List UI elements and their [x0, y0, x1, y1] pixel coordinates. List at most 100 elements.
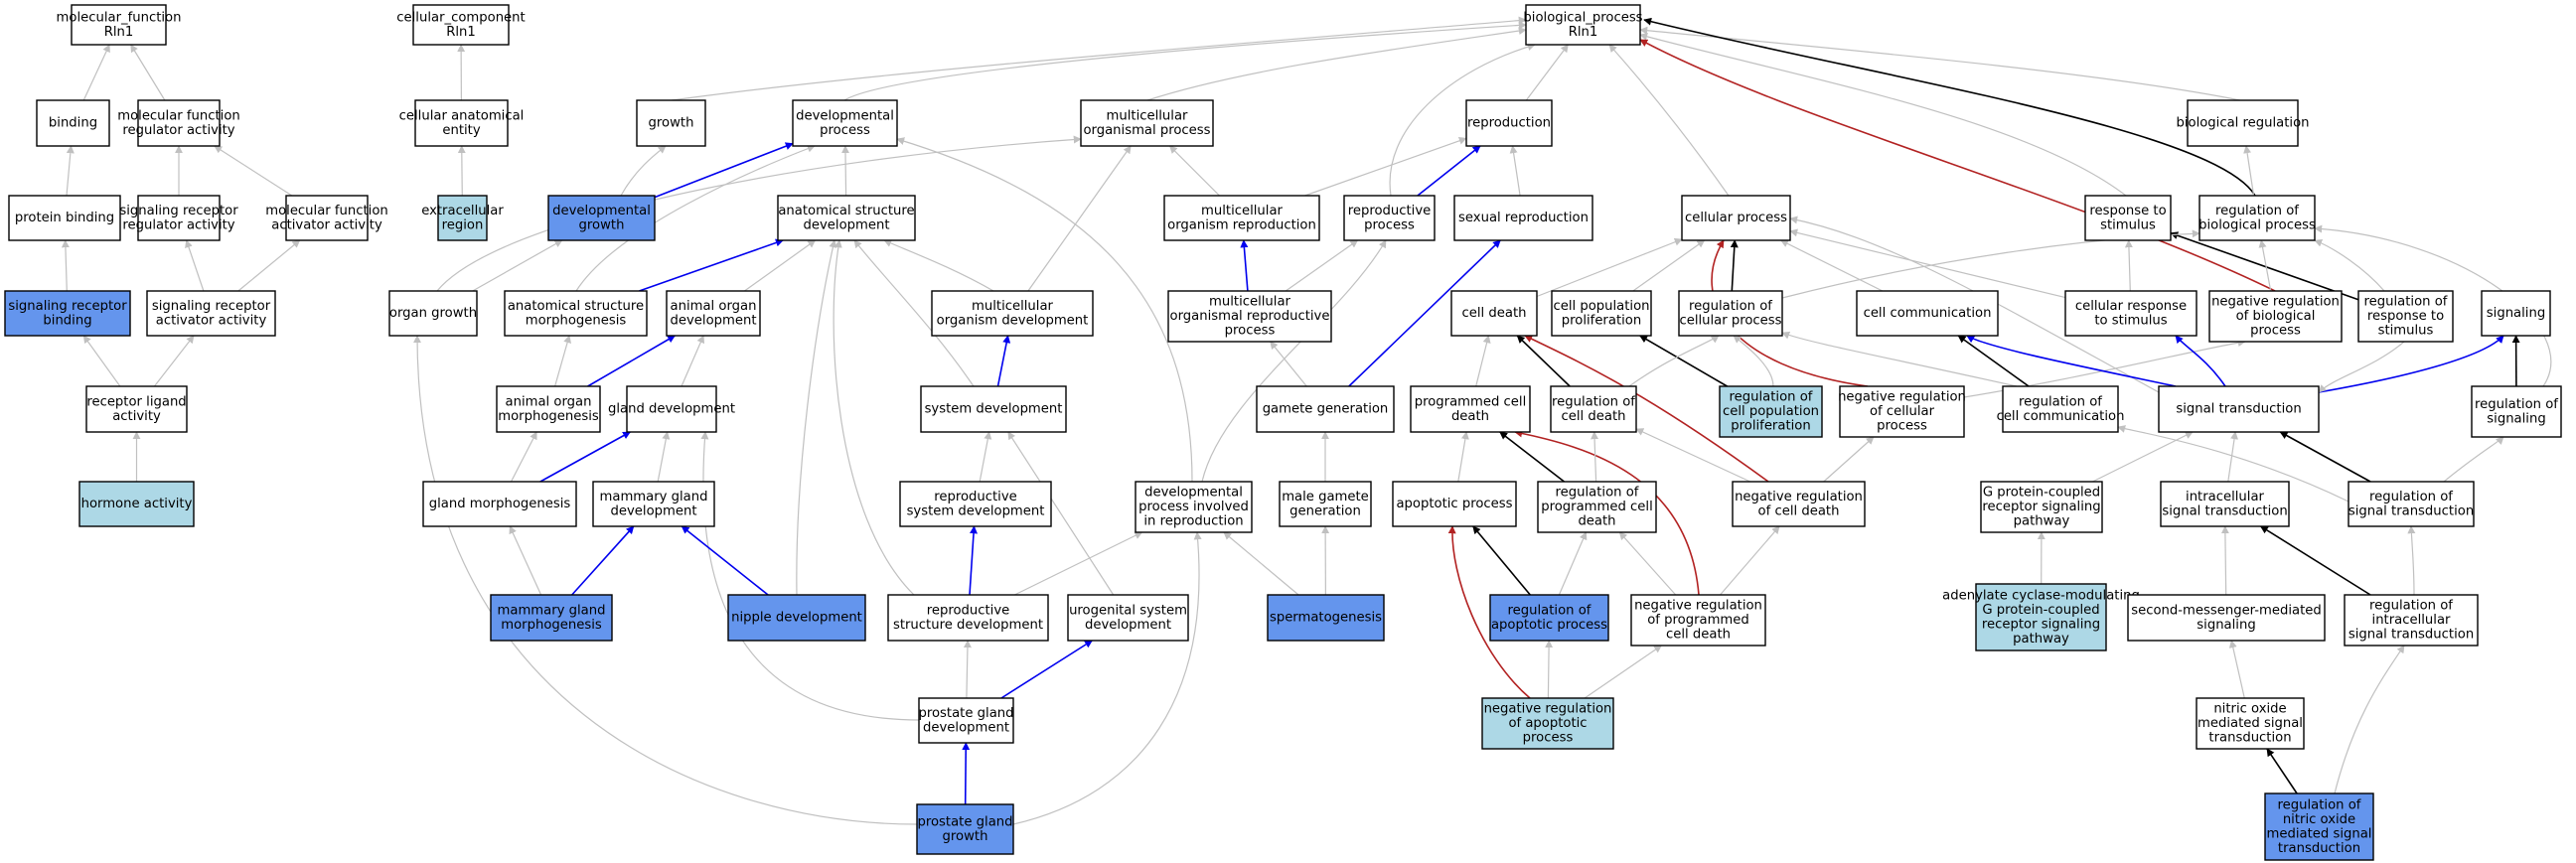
edge-negregap-to-negregpcd: [1584, 645, 1663, 699]
node-binding[interactable]: binding: [36, 99, 110, 147]
node-label-line: transduction: [2208, 731, 2291, 746]
node-label-line: mammary gland: [498, 603, 606, 618]
node-sysdev[interactable]: system development: [920, 385, 1067, 433]
edge-sexrepro-to-repro: [1509, 145, 1521, 197]
node-apop[interactable]: apoptotic process: [1392, 481, 1517, 527]
node-nipple[interactable]: nipple development: [727, 594, 866, 642]
edge-repro-to-bp: [1525, 44, 1569, 101]
node-gamgen[interactable]: gamete generation: [1256, 385, 1395, 433]
node-cellcomm[interactable]: cell communication: [1856, 290, 1999, 337]
node-growth[interactable]: growth: [636, 99, 706, 147]
edge-pgg-to-dpir: [1012, 531, 1202, 825]
node-sexrepro[interactable]: sexual reproduction: [1453, 195, 1593, 241]
edge-rsdev-to-rsd: [969, 525, 979, 596]
node-label-line: stimulus: [2100, 217, 2156, 232]
edge-mgm-to-glandmorph: [509, 525, 542, 596]
node-hormone[interactable]: hormone activity: [78, 481, 195, 527]
node-repro[interactable]: reproduction: [1465, 99, 1553, 147]
node-cellproc[interactable]: cellular process: [1681, 195, 1791, 241]
edge-pgd-to-glanddev: [700, 431, 920, 721]
node-glanddev[interactable]: gland development: [608, 385, 735, 433]
node-bioreg[interactable]: biological regulation: [2176, 99, 2310, 147]
node-spermato[interactable]: spermatogenesis: [1267, 594, 1385, 642]
node-box: [1681, 195, 1791, 241]
node-signaling[interactable]: signaling: [2481, 290, 2551, 337]
node-box: [2187, 99, 2299, 147]
node-protbind[interactable]: protein binding: [8, 195, 121, 241]
node-label-line: of apoptotic: [1508, 716, 1587, 731]
node-box: [2264, 792, 2374, 861]
edge-aom-to-aod: [587, 335, 676, 387]
node-label-line: development: [611, 503, 697, 518]
edge-dpir-to-devproc: [896, 137, 1193, 483]
edge-regst-to-regcc: [2117, 425, 2349, 503]
edge-regapop-to-apop: [1472, 525, 1531, 596]
edge-regcd-to-celldeath: [1516, 335, 1571, 387]
node-sigtrans[interactable]: signal transduction: [2158, 385, 2320, 433]
edge-growth-to-bp: [671, 16, 1527, 101]
node-organgrowth[interactable]: organ growth: [388, 290, 478, 337]
node-label-line: cell death: [1562, 409, 1626, 424]
node-label-line: protein binding: [15, 211, 114, 225]
node-glandmorph[interactable]: gland morphogenesis: [422, 481, 577, 527]
node-celldeath[interactable]: cell death: [1450, 290, 1538, 337]
